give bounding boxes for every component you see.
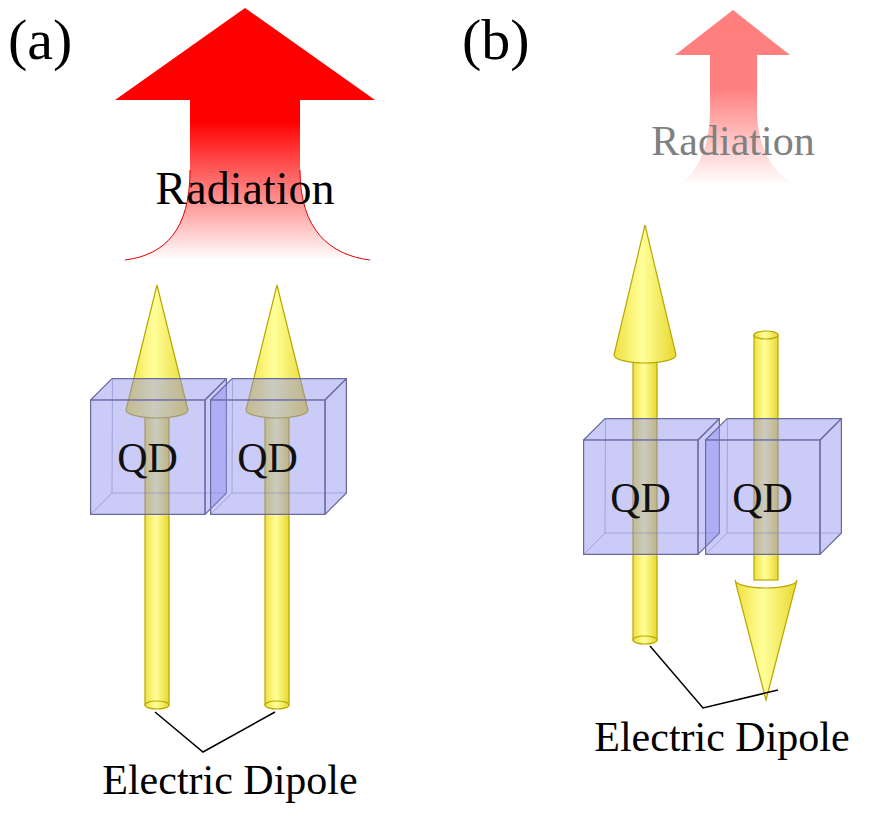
cube-face [91,400,205,514]
node-label: QD [610,477,671,519]
node-label: QD [237,437,298,479]
dipole-label: Electric Dipole [594,714,849,760]
cube-face [91,379,227,400]
cube-face [706,440,820,554]
node-label: QD [732,477,793,519]
cube-face [211,379,347,400]
cube-face [820,419,841,555]
panel-label: (a) [8,8,72,72]
cube-face [325,379,346,515]
quantum-dot-cube: QD [90,378,227,515]
node-label: QD [117,437,178,479]
radiation-label: Radiation [156,164,335,215]
panel-label: (b) [462,8,530,72]
leader-line [155,712,275,752]
radiation-arrow [115,8,375,260]
cube-face [211,400,325,514]
radiation-label: Radiation [651,118,814,164]
quantum-dot-cube: QD [210,378,347,515]
quantum-dot-cube: QD [705,418,842,555]
dipole-label: Electric Dipole [102,757,357,803]
cube-face [706,419,842,440]
cube-face [584,419,720,440]
quantum-dot-cube: QD [583,418,720,555]
cube-face [584,440,698,554]
leader-line [650,646,778,708]
